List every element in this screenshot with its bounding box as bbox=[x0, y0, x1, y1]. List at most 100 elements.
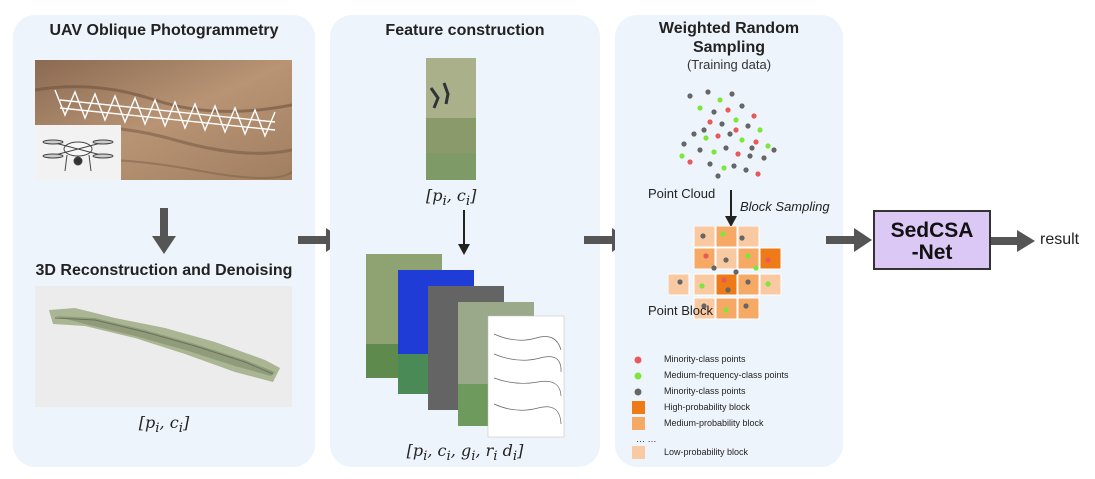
block-point bbox=[723, 307, 729, 313]
sampling-block bbox=[668, 273, 690, 296]
sedcsa-net-box: SedCSA -Net bbox=[873, 210, 991, 270]
cloud-point bbox=[707, 161, 713, 167]
sampling-block bbox=[737, 226, 760, 248]
block-point bbox=[753, 265, 759, 271]
right-arrow-3 bbox=[826, 228, 872, 252]
sampling-block bbox=[759, 247, 782, 270]
panel3-title: Weighted Random Sampling bbox=[615, 19, 843, 57]
block-point bbox=[677, 279, 683, 285]
cloud-point bbox=[727, 131, 733, 137]
panel2-math-top: [pi, ci] bbox=[426, 186, 477, 210]
reconstruction-image bbox=[35, 286, 292, 407]
block-point bbox=[699, 283, 705, 289]
legend-label: Minority-class points bbox=[664, 354, 746, 364]
cloud-point bbox=[755, 171, 761, 177]
cloud-point bbox=[751, 113, 757, 119]
cloud-point bbox=[717, 97, 723, 103]
point-cloud-scatter bbox=[679, 89, 777, 179]
block-point bbox=[720, 231, 726, 237]
panel1-math-label: [pi, ci] bbox=[138, 413, 190, 437]
math-c: c bbox=[169, 413, 179, 432]
cloud-point bbox=[733, 127, 739, 133]
panel3-title-line2: Sampling bbox=[692, 39, 765, 56]
down-arrow-1 bbox=[152, 208, 176, 254]
cloud-point bbox=[711, 109, 717, 115]
cloud-point bbox=[739, 103, 745, 109]
sampling-block bbox=[693, 273, 716, 296]
legend-label: High-probability block bbox=[664, 402, 751, 412]
block-point bbox=[701, 303, 707, 309]
sampling-block bbox=[693, 247, 716, 270]
block-point bbox=[743, 303, 749, 309]
legend-symbol bbox=[634, 372, 642, 380]
cloud-point bbox=[725, 107, 731, 113]
legend-symbol bbox=[634, 356, 642, 364]
block-point bbox=[765, 281, 771, 287]
block-point bbox=[711, 265, 717, 271]
legend-symbol bbox=[632, 417, 645, 430]
cloud-point bbox=[753, 139, 759, 145]
panel2-title: Feature construction bbox=[385, 22, 545, 39]
cloud-point bbox=[743, 167, 749, 173]
legend-label: Minority-class points bbox=[664, 386, 746, 396]
point-cloud-label: Point Cloud bbox=[648, 186, 716, 201]
sampling-block bbox=[737, 297, 760, 320]
sampling-block bbox=[715, 273, 738, 296]
cloud-point bbox=[707, 119, 713, 125]
cloud-point bbox=[681, 141, 687, 147]
cloud-point bbox=[747, 153, 753, 159]
legend-symbol bbox=[632, 401, 645, 414]
right-arrow-4 bbox=[991, 230, 1035, 252]
cloud-point bbox=[697, 105, 703, 111]
block-point bbox=[745, 253, 751, 259]
point-block-grid bbox=[668, 226, 782, 320]
panel2-math-bottom: [pi, ci, gi, ri di] bbox=[406, 441, 524, 465]
cloud-point bbox=[745, 123, 751, 129]
legend-label: … … bbox=[636, 434, 657, 444]
feature-stack-images bbox=[366, 254, 565, 438]
block-sampling-arrow bbox=[725, 190, 737, 227]
panel1-title: UAV Oblique Photogrammetry bbox=[49, 22, 279, 39]
cloud-point bbox=[765, 143, 771, 149]
cloud-point bbox=[761, 155, 767, 161]
cloud-point bbox=[771, 147, 777, 153]
block-point bbox=[723, 257, 729, 263]
panel3-subtitle: (Training data) bbox=[686, 57, 772, 72]
model-name-line1: SedCSA bbox=[890, 219, 974, 242]
cloud-point bbox=[701, 127, 707, 133]
block-point bbox=[733, 269, 739, 275]
legend-label: Low-probability block bbox=[664, 447, 749, 457]
block-sampling-label: Block Sampling bbox=[740, 199, 830, 214]
cloud-point bbox=[705, 89, 711, 95]
drone-image bbox=[35, 125, 121, 180]
cloud-point bbox=[715, 173, 721, 179]
block-point bbox=[745, 279, 751, 285]
panel3-title-line1: Weighted Random bbox=[658, 20, 800, 37]
legend-symbol bbox=[634, 388, 642, 396]
math-p: p bbox=[145, 413, 156, 432]
block-point bbox=[700, 233, 706, 239]
flight-path-lines bbox=[54, 89, 276, 138]
block-point bbox=[739, 235, 745, 241]
sampling-block bbox=[715, 226, 738, 248]
cloud-point bbox=[711, 149, 717, 155]
cloud-point bbox=[697, 147, 703, 153]
cloud-point bbox=[715, 133, 721, 139]
block-point bbox=[725, 287, 731, 293]
cloud-point bbox=[687, 93, 693, 99]
cloud-point bbox=[733, 117, 739, 123]
cloud-point bbox=[749, 145, 755, 151]
cloud-point bbox=[731, 163, 737, 169]
block-point bbox=[721, 277, 727, 283]
legend-label: Medium-frequency-class points bbox=[664, 370, 789, 380]
panel1-subtitle: 3D Reconstruction and Denoising bbox=[35, 262, 293, 279]
cloud-point bbox=[735, 151, 741, 157]
cloud-point bbox=[679, 153, 685, 159]
point-block-label: Point Block bbox=[648, 303, 714, 318]
cloud-point bbox=[721, 165, 727, 171]
feature-input-image bbox=[426, 58, 476, 180]
legend-symbol bbox=[632, 446, 645, 459]
legend-label: Medium-probability block bbox=[664, 418, 764, 428]
model-name-line2: -Net bbox=[911, 241, 953, 264]
cloud-point bbox=[691, 131, 697, 137]
